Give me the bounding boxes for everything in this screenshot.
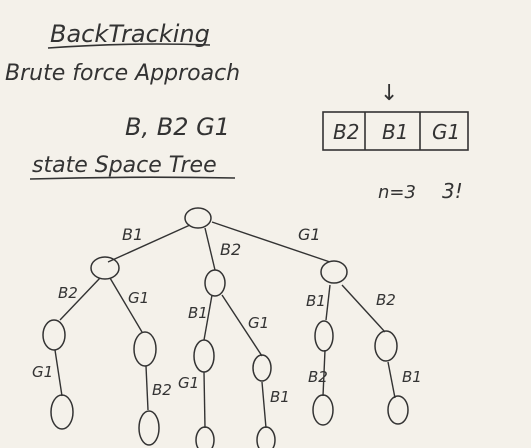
array-arrow: ↓ — [380, 81, 398, 106]
edge-label: G1 — [298, 225, 321, 244]
edge-label: B2 — [58, 284, 78, 302]
tree-node — [314, 320, 334, 352]
edge-label: G1 — [32, 363, 53, 381]
edge-label: B2 — [376, 291, 396, 309]
array-cell: B1 — [382, 120, 408, 144]
edge-label: B2 — [152, 381, 172, 399]
tree-node — [193, 339, 215, 373]
tree-edge — [221, 294, 263, 357]
state-space-label: state Space Tree — [32, 153, 217, 178]
tree-node — [387, 395, 409, 425]
tree-node — [138, 410, 160, 446]
tree-edge — [145, 365, 149, 411]
edge-label: B1 — [306, 292, 326, 310]
edge-label: B1 — [188, 304, 208, 322]
edge-label: B1 — [270, 388, 290, 406]
tree-edge — [261, 381, 267, 429]
array-cell: G1 — [432, 120, 460, 144]
tree-edge — [203, 294, 213, 341]
tree-node — [256, 426, 276, 448]
tree-edge — [59, 277, 101, 321]
tree-node — [312, 394, 334, 426]
array-box — [322, 111, 469, 151]
tree-edge — [203, 371, 206, 429]
tree-node — [133, 331, 157, 367]
edge-label: B2 — [308, 368, 328, 386]
tree-node — [42, 319, 66, 351]
subtitle: Brute force Approach — [5, 61, 240, 86]
title: BackTracking — [50, 20, 210, 48]
items-list: B, B2 G1 — [125, 113, 230, 141]
tree-edge — [109, 277, 143, 333]
edge-label: B1 — [122, 225, 143, 244]
edge-label: B2 — [220, 240, 241, 259]
tree-node — [320, 260, 348, 284]
tree-edge — [54, 349, 63, 397]
edge-label: G1 — [128, 289, 149, 307]
count-factorial: 3! — [442, 179, 463, 203]
tree-nodes — [42, 207, 409, 448]
tree-edge — [325, 284, 331, 321]
tree-node — [195, 426, 215, 448]
edge-label: B1 — [402, 368, 422, 386]
tree-node — [374, 330, 398, 362]
edge-label: G1 — [178, 374, 199, 392]
array-cell: B2 — [333, 120, 359, 144]
tree-node — [50, 394, 74, 430]
tree-edge — [387, 361, 396, 399]
edge-label: G1 — [248, 314, 269, 332]
tree-edges — [54, 221, 396, 429]
count-equation: n=3 — [378, 182, 416, 203]
state-space-underline — [29, 176, 236, 180]
tree-node — [252, 354, 272, 382]
tree-node — [204, 269, 226, 297]
tree-edge — [211, 221, 331, 263]
title-underline — [47, 43, 211, 49]
tree-edge — [322, 349, 326, 397]
tree-edge — [204, 227, 216, 271]
tree-edge — [341, 284, 386, 333]
tree-edge — [107, 224, 191, 263]
tree-node — [90, 256, 120, 280]
tree-node-root — [184, 207, 212, 229]
edge-labels: B1 B2 G1 B2 G1 B1 G1 B1 B2 G1 B2 G1 B1 B… — [32, 225, 422, 406]
